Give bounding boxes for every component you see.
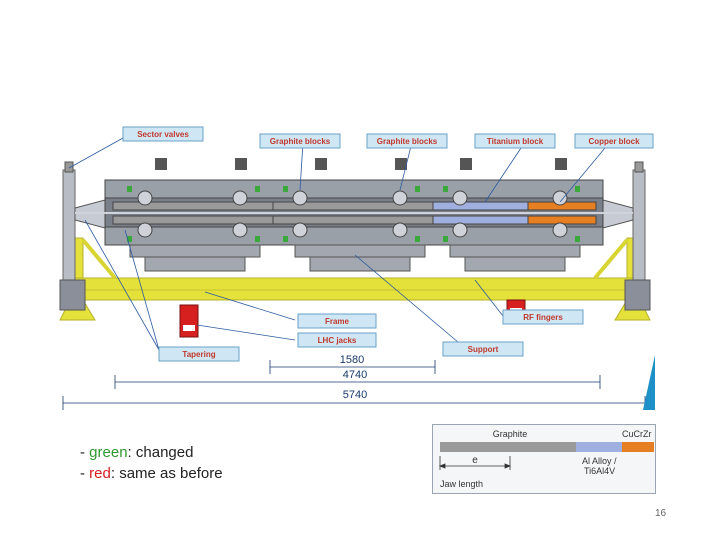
callout-frame: Frame xyxy=(297,313,377,329)
legend-green-text: : changed xyxy=(127,444,194,461)
callout-lhc-jacks: LHC jacks xyxy=(297,332,377,348)
support-stands xyxy=(129,244,581,272)
actuator-wheels xyxy=(137,190,568,238)
callout-titanium-block: Titanium block xyxy=(474,133,556,149)
motor-accents xyxy=(127,186,580,242)
callout-sector-valves-label: Sector valves xyxy=(137,130,189,139)
legend-red-word: red xyxy=(89,465,111,482)
jaw-lower xyxy=(112,215,597,225)
legend-red-text: : same as before xyxy=(110,465,223,482)
callout-support: Support xyxy=(442,341,524,357)
callout-rf-fingers-label: RF fingers xyxy=(523,313,563,322)
callout-graphite-blocks-1: Graphite blocks xyxy=(259,133,341,149)
callout-graphite-blocks-2-label: Graphite blocks xyxy=(377,137,438,146)
decorative-triangle xyxy=(643,355,655,410)
legend-bullet: - xyxy=(80,444,90,461)
legend-row-green: - green: changed xyxy=(80,442,223,463)
dimension-1580: 1580 xyxy=(340,354,364,366)
callout-titanium-block-label: Titanium block xyxy=(487,137,544,146)
jaw-material-schematic: Graphite CuCrZr Al Alloy / Ti6Al4V e Jaw… xyxy=(432,424,656,494)
jaw-al-alloy-label: Al Alloy / xyxy=(582,456,617,466)
callout-copper-block: Copper block xyxy=(574,133,654,149)
jaw-cucrzr-label: CuCrZr xyxy=(622,429,652,439)
page-number: 16 xyxy=(655,508,667,519)
callout-graphite-blocks-1-label: Graphite blocks xyxy=(270,137,331,146)
callout-sector-valves: Sector valves xyxy=(122,126,204,142)
callout-lhc-jacks-label: LHC jacks xyxy=(318,336,357,345)
jaw-upper xyxy=(112,201,597,211)
jaw-ti6al4v-label: Ti6Al4V xyxy=(584,466,615,476)
legend-green-word: green xyxy=(89,444,128,461)
jaw-graphite-segment xyxy=(440,442,576,452)
legend-row-red: - red: same as before xyxy=(80,463,223,484)
jaw-length-label: Jaw length xyxy=(440,479,483,489)
callout-support-label: Support xyxy=(468,345,499,354)
callout-tapering: Tapering xyxy=(158,346,240,362)
jaw-titanium-segment xyxy=(576,442,622,452)
jaw-copper-segment xyxy=(622,442,654,452)
jaw-graphite-label: Graphite xyxy=(493,429,528,439)
dimension-4740: 4740 xyxy=(343,369,367,381)
callout-copper-block-label: Copper block xyxy=(588,137,640,146)
callout-rf-fingers: RF fingers xyxy=(502,309,584,325)
callout-tapering-label: Tapering xyxy=(182,350,215,359)
left-sector-valve xyxy=(59,161,86,311)
leader-lines xyxy=(68,137,611,351)
right-sector-valve xyxy=(624,161,651,311)
callout-graphite-blocks-2: Graphite blocks xyxy=(366,133,448,149)
jaw-e-dimension xyxy=(438,456,512,470)
block-markers xyxy=(155,158,567,170)
legend-bullet: - xyxy=(80,465,90,482)
color-legend: - green: changed - red: same as before xyxy=(80,442,223,484)
dimension-lines xyxy=(62,360,646,410)
callout-frame-label: Frame xyxy=(325,317,350,326)
jaw-e-label: e xyxy=(472,455,478,466)
collimator-diagram: 1580 4740 5740 Sector valves Graphite bl… xyxy=(59,126,655,410)
dimension-5740: 5740 xyxy=(343,389,367,401)
